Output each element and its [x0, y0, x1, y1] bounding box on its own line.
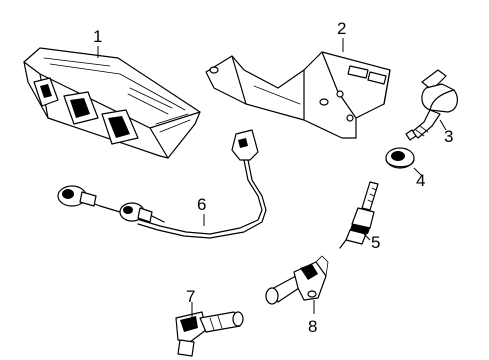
sensor-icon — [175, 311, 244, 357]
callout-part-2: 2 — [337, 19, 347, 38]
grommet-icon — [385, 147, 415, 169]
callout-part-6: 6 — [197, 195, 207, 214]
callout-part-1: 1 — [93, 27, 103, 46]
callout-part-3: 3 — [444, 127, 454, 146]
engine-control-module-icon — [23, 47, 201, 159]
spark-plug-icon — [339, 181, 379, 249]
callout-part-4: 4 — [416, 171, 426, 190]
callout-part-7: 7 — [186, 287, 196, 306]
camshaft-position-sensor-icon — [265, 255, 329, 305]
knock-sensor-harness-icon — [57, 129, 267, 239]
callout-part-5: 5 — [371, 233, 381, 252]
callout-part-8: 8 — [308, 317, 318, 336]
mounting-bracket-icon — [205, 51, 391, 139]
ignition-coil-icon — [405, 69, 458, 141]
